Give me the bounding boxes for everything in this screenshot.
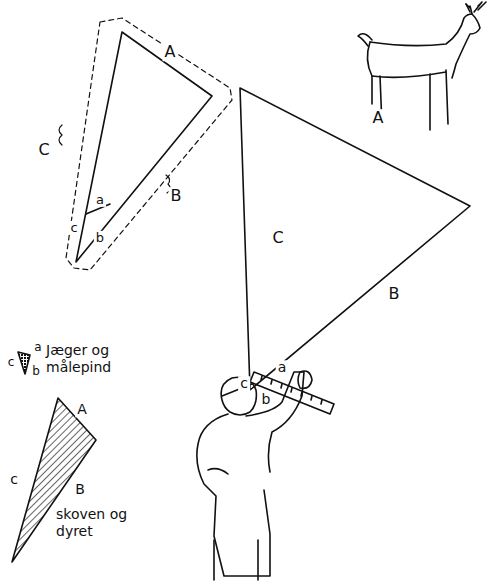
sight-triangle xyxy=(240,88,470,390)
side-label: b xyxy=(260,392,273,407)
side-label: c xyxy=(6,356,17,369)
side-label: a xyxy=(94,193,106,207)
hunter xyxy=(197,371,334,580)
side-label: a xyxy=(32,341,43,354)
side-label: c xyxy=(8,472,20,487)
side-label: A xyxy=(371,109,386,127)
side-label: C xyxy=(36,141,51,159)
side-label: c xyxy=(238,376,250,391)
legend-text: skoven og dyret xyxy=(56,506,140,540)
side-label: A xyxy=(75,402,89,417)
side-label: c xyxy=(68,221,79,235)
deer xyxy=(358,2,486,130)
side-label: B xyxy=(169,187,184,205)
hunter-triangle-sample xyxy=(18,352,30,374)
side-label: a xyxy=(276,360,289,375)
side-label: C xyxy=(270,229,285,247)
side-label: A xyxy=(163,43,178,61)
side-label: b xyxy=(30,365,42,378)
sketch-triangle xyxy=(59,18,232,270)
side-label: B xyxy=(73,482,87,497)
side-label: b xyxy=(94,231,106,245)
legend-text: Jæger og målepind xyxy=(46,342,130,376)
side-label: B xyxy=(387,285,402,303)
